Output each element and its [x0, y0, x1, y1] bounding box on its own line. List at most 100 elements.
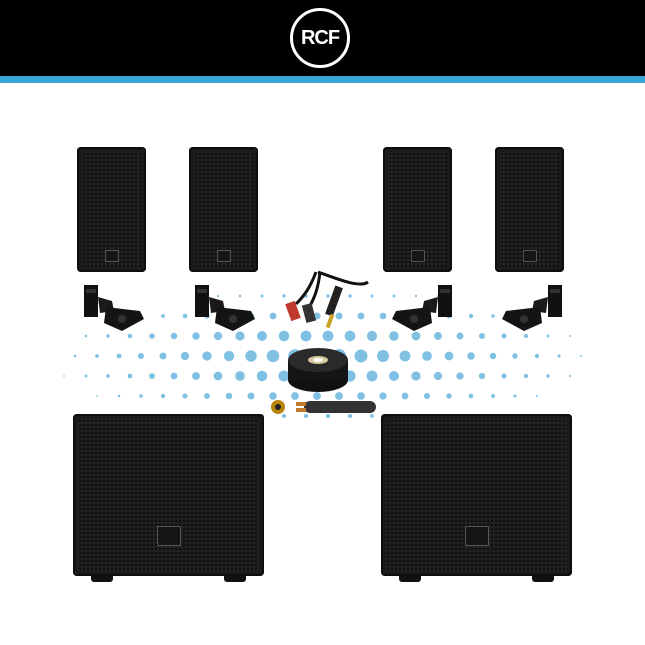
- halftone-dot: [411, 371, 421, 381]
- halftone-dot: [456, 332, 464, 340]
- halftone-dot: [423, 392, 431, 400]
- satellite-speaker-2: [189, 147, 258, 272]
- wall-bracket-icon: [392, 285, 452, 331]
- subwoofer-1: [73, 414, 264, 582]
- halftone-dot: [468, 313, 474, 319]
- halftone-dot: [568, 374, 572, 378]
- halftone-dot: [479, 333, 485, 339]
- halftone-dot: [235, 331, 245, 341]
- halftone-dot: [524, 334, 528, 338]
- halftone-dot: [370, 414, 374, 418]
- halftone-dot: [354, 349, 368, 363]
- halftone-dot: [213, 331, 223, 341]
- subwoofer-foot: [532, 576, 554, 582]
- halftone-dot: [225, 392, 233, 400]
- halftone-dot: [392, 294, 396, 298]
- halftone-dot: [149, 373, 155, 379]
- halftone-dot: [204, 393, 210, 399]
- halftone-dot: [192, 372, 200, 380]
- halftone-dot: [501, 333, 507, 339]
- halftone-dot: [411, 331, 421, 341]
- header-accent-stripe: [0, 76, 645, 83]
- halftone-dot: [257, 331, 267, 341]
- halftone-dot: [182, 313, 188, 319]
- halftone-dot: [335, 392, 343, 400]
- halftone-dot: [84, 374, 88, 378]
- subwoofer-grille: [78, 419, 259, 571]
- halftone-dot: [322, 330, 334, 342]
- halftone-dot: [468, 393, 474, 399]
- wall-bracket-icon: [502, 285, 562, 331]
- halftone-dot: [117, 394, 121, 398]
- halftone-dot: [278, 330, 290, 342]
- halftone-dot: [127, 333, 133, 339]
- speaker-grille: [388, 152, 447, 267]
- halftone-dot: [63, 375, 65, 377]
- halftone-dot: [300, 330, 312, 342]
- halftone-dot: [95, 354, 99, 358]
- halftone-dot: [266, 349, 280, 363]
- halftone-dot: [366, 370, 378, 382]
- halftone-dot: [160, 393, 166, 399]
- halftone-dot: [491, 314, 495, 318]
- halftone-dot: [370, 294, 374, 298]
- halftone-dot: [433, 371, 443, 381]
- halftone-dot: [235, 371, 245, 381]
- halftone-dot: [170, 372, 178, 380]
- halftone-dot: [534, 353, 540, 359]
- subwoofer-2: [381, 414, 572, 582]
- halftone-dot: [73, 354, 77, 358]
- halftone-dot: [245, 350, 257, 362]
- halftone-dot: [216, 294, 220, 298]
- subwoofer-badge-icon: [464, 526, 489, 546]
- logo-text: RCF: [300, 26, 340, 49]
- halftone-dot: [357, 312, 365, 320]
- halftone-dot: [313, 392, 321, 400]
- satellite-speaker-3: [383, 147, 452, 272]
- subwoofer-foot: [399, 576, 421, 582]
- halftone-dot: [202, 351, 212, 361]
- halftone-dot: [282, 294, 286, 298]
- halftone-dot: [401, 392, 409, 400]
- halftone-dot: [106, 374, 110, 378]
- halftone-dot: [546, 374, 550, 378]
- halftone-dot: [326, 294, 330, 298]
- halftone-dot: [344, 330, 356, 342]
- wall-bracket-icon: [195, 285, 255, 331]
- satellite-speaker-4: [495, 147, 564, 272]
- subwoofer-badge-icon: [156, 526, 181, 546]
- halftone-dot: [291, 392, 299, 400]
- rca-to-jack-cable-icon: [285, 270, 369, 329]
- speaker-grille: [194, 152, 253, 267]
- halftone-dot: [357, 392, 365, 400]
- halftone-dot: [84, 334, 88, 338]
- halftone-dot: [557, 354, 561, 358]
- speaker-grille: [82, 152, 141, 267]
- halftone-dot: [501, 373, 507, 379]
- halftone-dot: [467, 352, 475, 360]
- halftone-dot: [335, 312, 343, 320]
- halftone-dot: [238, 294, 242, 298]
- satellite-speaker-1: [77, 147, 146, 272]
- halftone-dot: [96, 395, 98, 397]
- halftone-dot: [161, 314, 165, 318]
- halftone-dot: [456, 372, 464, 380]
- halftone-dot: [489, 352, 497, 360]
- speaker-badge-icon: [216, 250, 231, 262]
- speaker-badge-icon: [104, 250, 119, 262]
- halftone-dot: [579, 354, 583, 358]
- speaker-badge-icon: [522, 250, 537, 262]
- halftone-dot: [278, 370, 290, 382]
- halftone-dot: [569, 335, 571, 337]
- halftone-dot: [303, 413, 309, 419]
- speaker-grille: [500, 152, 559, 267]
- halftone-dot: [523, 373, 529, 379]
- halftone-dot: [366, 330, 378, 342]
- halftone-dot: [247, 392, 255, 400]
- halftone-dot: [282, 414, 286, 418]
- halftone-dot: [149, 333, 155, 339]
- speaker-badge-icon: [410, 250, 425, 262]
- halftone-dot: [414, 294, 418, 298]
- halftone-dot: [379, 392, 387, 400]
